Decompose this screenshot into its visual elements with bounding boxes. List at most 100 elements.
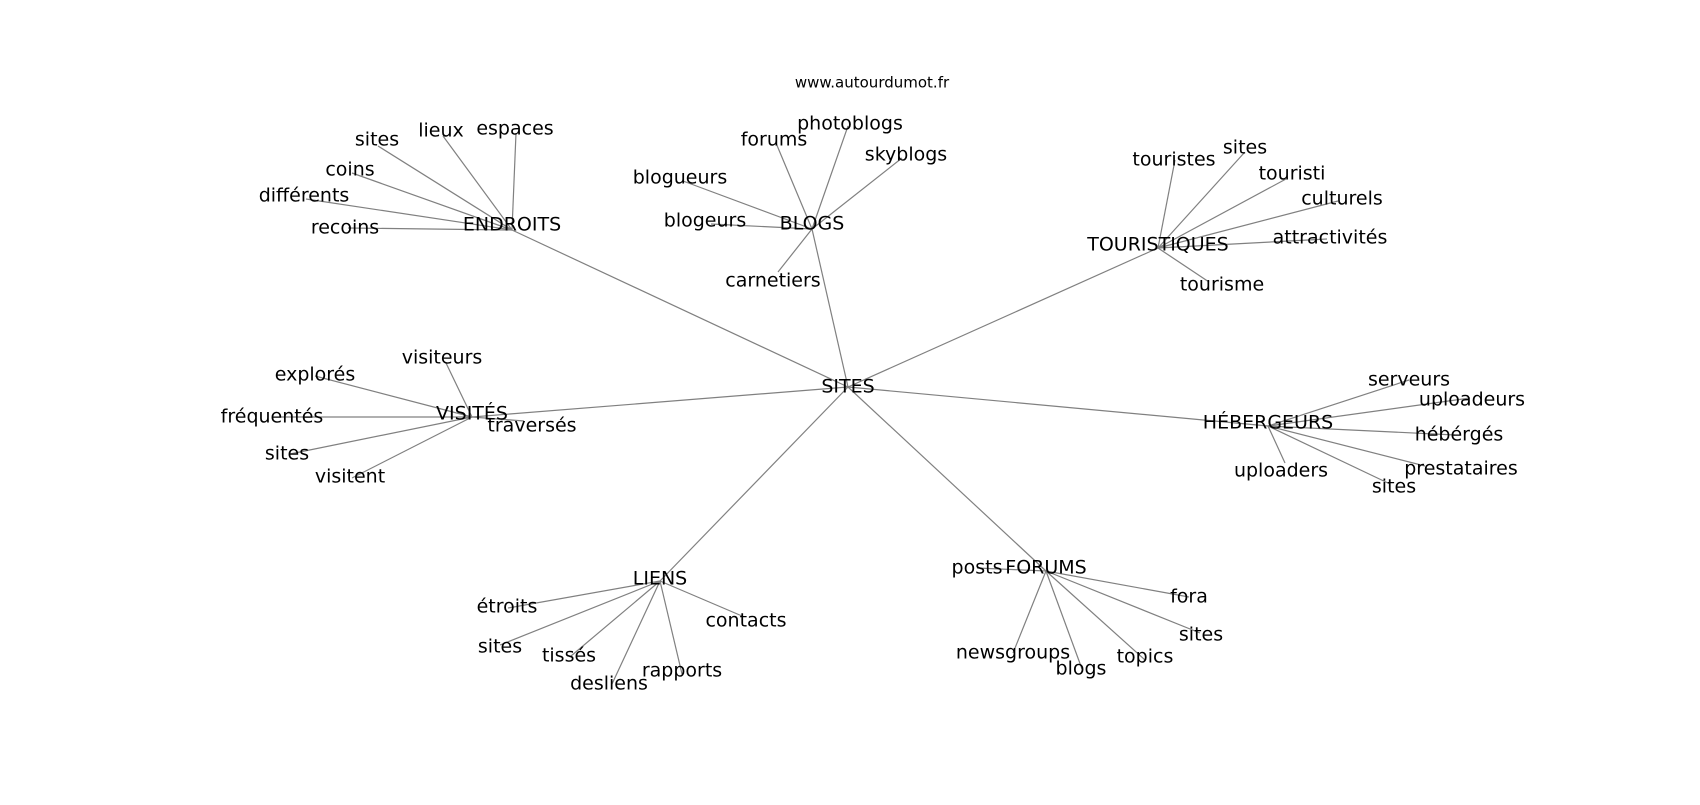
leaf-touristiques-sites: sites bbox=[1223, 137, 1267, 159]
leaf-visites-traverses: traversés bbox=[487, 415, 576, 437]
leaf-forums-newsgroups: newsgroups bbox=[956, 642, 1070, 664]
leaf-forums-topics: topics bbox=[1117, 646, 1174, 668]
leaf-touristiques-attractivites: attractivités bbox=[1273, 227, 1388, 249]
edge-hub-to-leaf bbox=[1267, 425, 1426, 467]
hub-endroits: ENDROITS bbox=[463, 214, 561, 236]
hub-liens: LIENS bbox=[633, 568, 687, 590]
leaf-endroits-differents: différents bbox=[259, 185, 350, 207]
edge-center-to-hub bbox=[659, 386, 849, 582]
hub-visites: VISITÉS bbox=[436, 402, 508, 425]
leaf-liens-rapports: rapports bbox=[642, 660, 722, 682]
edge-hub-to-leaf bbox=[1267, 425, 1456, 436]
leaf-liens-sites: sites bbox=[478, 636, 522, 658]
leaf-blogs-photoblogs: photoblogs bbox=[797, 113, 903, 135]
leaf-visites-visiteurs: visiteurs bbox=[402, 347, 483, 369]
edge-hub-to-leaf bbox=[682, 180, 813, 230]
leaf-hebergeurs-serveurs: serveurs bbox=[1368, 369, 1450, 391]
edge-hub-to-leaf bbox=[471, 416, 525, 422]
edge-hub-to-leaf bbox=[1267, 425, 1286, 464]
leaf-liens-etroits: étroits bbox=[477, 596, 538, 618]
edge-hub-to-leaf bbox=[1045, 570, 1201, 634]
leaf-endroits-recoins: recoins bbox=[311, 217, 379, 239]
edge-hub-to-leaf bbox=[1012, 570, 1047, 654]
leaf-forums-sites: sites bbox=[1179, 624, 1223, 646]
edge-hub-to-leaf bbox=[377, 145, 513, 231]
leaf-touristiques-touristi: touristi bbox=[1259, 163, 1326, 185]
edge-hub-to-leaf bbox=[442, 135, 513, 231]
edge-hub-to-leaf bbox=[511, 132, 517, 231]
leaf-endroits-lieux: lieux bbox=[418, 120, 464, 142]
edge-hub-to-leaf bbox=[1045, 570, 1146, 661]
edge-hub-to-leaf bbox=[777, 228, 813, 273]
edge-hub-to-leaf bbox=[1267, 425, 1391, 485]
hub-hebergeurs: HÉBERGEURS bbox=[1203, 411, 1333, 434]
leaf-blogs-carnetiers: carnetiers bbox=[725, 270, 820, 292]
edge-hub-to-leaf bbox=[1267, 397, 1471, 427]
edge-hub-to-leaf bbox=[570, 580, 661, 657]
edge-hub-to-leaf bbox=[1157, 200, 1339, 249]
edge-hub-to-leaf bbox=[1045, 570, 1190, 598]
edge-hub-to-leaf bbox=[445, 362, 473, 418]
edges-layer bbox=[279, 125, 1471, 685]
leaf-hebergeurs-uploadeurs: uploadeurs bbox=[1419, 389, 1525, 411]
leaf-touristiques-touristes: touristes bbox=[1132, 149, 1215, 171]
leaf-hebergeurs-uploaders: uploaders bbox=[1234, 460, 1328, 482]
edge-hub-to-leaf bbox=[289, 416, 473, 455]
leaf-endroits-espaces: espaces bbox=[476, 118, 553, 140]
hub-touristiques: TOURISTIQUES bbox=[1086, 234, 1228, 256]
leaf-forums-blogs: blogs bbox=[1056, 658, 1107, 680]
edge-hub-to-leaf bbox=[811, 125, 849, 230]
leaf-liens-contacts: contacts bbox=[705, 610, 786, 632]
hub-blogs: BLOGS bbox=[780, 213, 845, 235]
leaf-visites-frequentes: fréquentés bbox=[221, 406, 324, 428]
edge-hub-to-leaf bbox=[1157, 238, 1328, 249]
edge-center-to-hub bbox=[847, 386, 1269, 427]
leaf-hebergeurs-heberges: hébérgés bbox=[1415, 424, 1504, 446]
edge-hub-to-leaf bbox=[811, 157, 903, 230]
edge-hub-to-leaf bbox=[659, 580, 683, 675]
edge-hub-to-leaf bbox=[659, 580, 743, 617]
leaf-endroits-coins: coins bbox=[325, 159, 374, 181]
edge-hub-to-leaf bbox=[710, 223, 813, 230]
hub-forums: FORUMS bbox=[1005, 557, 1086, 579]
edge-hub-to-leaf bbox=[1157, 178, 1287, 249]
edge-center-to-hub bbox=[471, 386, 849, 418]
leaf-blogs-blogeurs: blogeurs bbox=[664, 210, 746, 232]
leaf-blogs-skyblogs: skyblogs bbox=[865, 144, 947, 166]
edge-hub-to-leaf bbox=[775, 142, 813, 230]
leaf-visites-sites: sites bbox=[265, 443, 309, 465]
edge-hub-to-leaf bbox=[1045, 570, 1083, 670]
leaf-hebergeurs-prestataires: prestataires bbox=[1404, 458, 1518, 480]
edge-hub-to-leaf bbox=[1157, 159, 1176, 249]
leaf-touristiques-tourisme: tourisme bbox=[1180, 274, 1264, 296]
edge-hub-to-leaf bbox=[507, 580, 661, 609]
leaf-visites-visitent: visitent bbox=[315, 466, 385, 488]
leaf-blogs-forums: forums bbox=[741, 129, 808, 151]
edge-center-to-hub bbox=[511, 229, 849, 388]
edge-hub-to-leaf bbox=[1267, 379, 1410, 427]
edge-hub-to-leaf bbox=[347, 227, 513, 231]
edge-hub-to-leaf bbox=[1157, 247, 1210, 283]
edge-hub-to-leaf bbox=[976, 567, 1047, 572]
center-node: SITES bbox=[821, 376, 874, 398]
edge-center-to-hub bbox=[847, 247, 1159, 388]
leaf-forums-posts: posts bbox=[952, 557, 1003, 579]
leaf-hebergeurs-sites: sites bbox=[1372, 476, 1416, 498]
leaf-touristiques-culturels: culturels bbox=[1301, 188, 1383, 210]
edge-hub-to-leaf bbox=[499, 580, 661, 646]
edge-hub-to-leaf bbox=[611, 580, 661, 685]
leaf-endroits-sites: sites bbox=[355, 129, 399, 151]
edge-center-to-hub bbox=[847, 386, 1047, 572]
edge-hub-to-leaf bbox=[314, 375, 473, 418]
leaf-visites-explores: explorés bbox=[275, 364, 356, 386]
leaf-liens-tisses: tissés bbox=[542, 645, 596, 667]
edge-hub-to-leaf bbox=[351, 416, 473, 479]
leaf-blogs-blogueurs: blogueurs bbox=[633, 167, 728, 189]
leaf-forums-fora: fora bbox=[1170, 586, 1208, 608]
edge-hub-to-leaf bbox=[351, 172, 513, 231]
edge-hub-to-leaf bbox=[1157, 152, 1245, 249]
leaf-liens-desliens: desliens bbox=[570, 673, 648, 695]
credit-text: www.autourdumot.fr bbox=[795, 74, 950, 92]
